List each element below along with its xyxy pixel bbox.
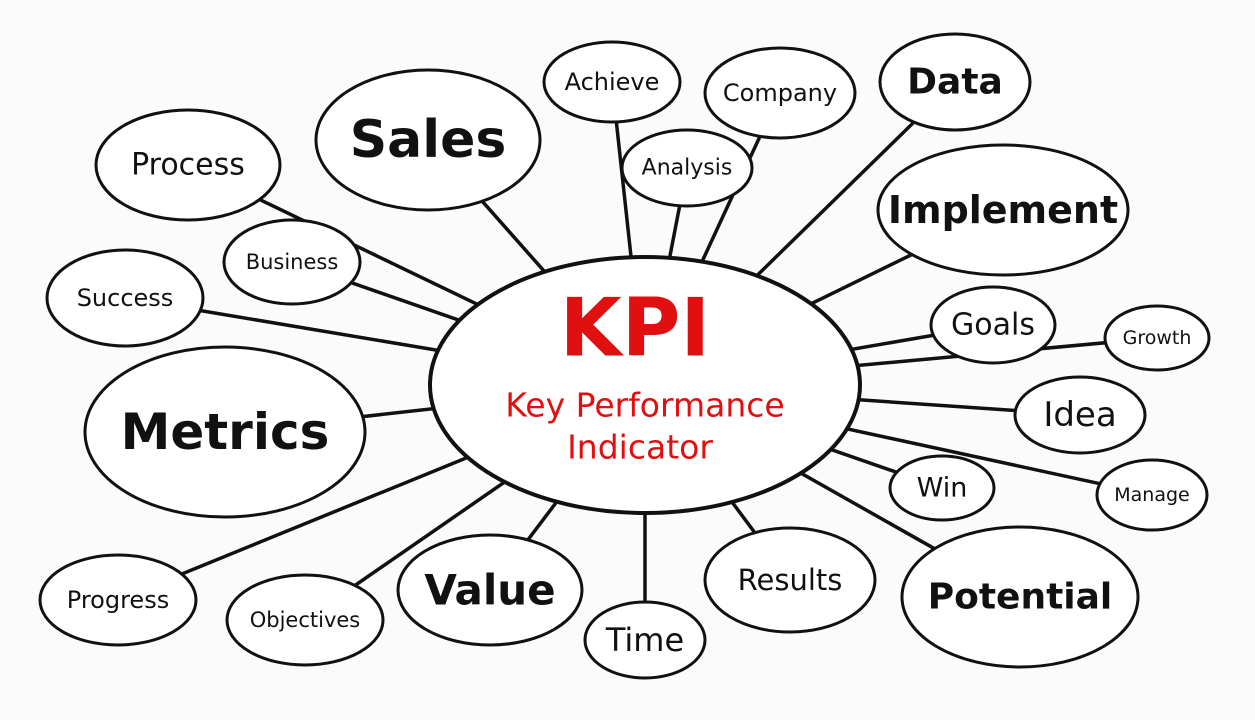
node-ellipse — [583, 600, 707, 680]
node-ellipse — [1095, 458, 1209, 532]
node-achieve: Achieve — [542, 40, 682, 124]
center-subtitle-line2: Indicator — [567, 428, 713, 467]
node-potential: Potential — [900, 525, 1140, 669]
node-label: Sales — [350, 110, 507, 170]
node-ellipse — [83, 345, 367, 519]
node-label: Metrics — [121, 403, 330, 461]
node-label: Implement — [888, 188, 1118, 232]
node-implement: Implement — [876, 143, 1130, 277]
center-title: KPI — [560, 282, 710, 375]
node-ellipse — [542, 40, 682, 124]
node-label: Results — [738, 563, 843, 597]
node-label: Company — [723, 79, 837, 107]
node-data: Data — [878, 32, 1032, 132]
node-ellipse — [225, 573, 385, 667]
node-ellipse — [1103, 304, 1211, 372]
node-label: Growth — [1123, 327, 1192, 349]
node-ellipse — [314, 68, 542, 212]
node-label: Idea — [1043, 395, 1116, 435]
node-results: Results — [703, 526, 877, 634]
node-sales: Sales — [314, 68, 542, 212]
node-label: Analysis — [642, 156, 733, 181]
node-label: Potential — [928, 577, 1113, 618]
node-ellipse — [888, 454, 996, 522]
node-label: Process — [131, 148, 245, 183]
node-label: Progress — [67, 586, 169, 614]
node-ellipse — [222, 218, 362, 306]
node-ellipse — [703, 46, 857, 140]
node-value: Value — [396, 533, 584, 647]
node-analysis: Analysis — [620, 128, 754, 208]
node-ellipse — [396, 533, 584, 647]
node-time: Time — [583, 600, 707, 680]
node-label: Objectives — [250, 608, 361, 632]
node-label: Win — [917, 473, 968, 504]
node-label: Value — [424, 566, 555, 615]
center-ellipse — [428, 255, 862, 515]
node-process: Process — [94, 108, 282, 222]
node-progress: Progress — [38, 553, 198, 647]
node-label: Goals — [951, 308, 1035, 343]
node-objectives: Objectives — [225, 573, 385, 667]
node-metrics: Metrics — [83, 345, 367, 519]
node-ellipse — [38, 553, 198, 647]
node-ellipse — [45, 248, 205, 348]
node-label: Business — [246, 250, 339, 274]
node-ellipse — [620, 128, 754, 208]
node-goals: Goals — [929, 285, 1057, 365]
node-growth: Growth — [1103, 304, 1211, 372]
node-label: Time — [605, 621, 684, 659]
node-success: Success — [45, 248, 205, 348]
node-ellipse — [94, 108, 282, 222]
node-ellipse — [1013, 375, 1147, 455]
node-ellipse — [876, 143, 1130, 277]
node-ellipse — [878, 32, 1032, 132]
node-label: Success — [77, 284, 174, 312]
node-win: Win — [888, 454, 996, 522]
node-ellipse — [703, 526, 877, 634]
node-company: Company — [703, 46, 857, 140]
node-manage: Manage — [1095, 458, 1209, 532]
node-label: Achieve — [565, 68, 660, 96]
center-subtitle-line1: Key Performance — [505, 386, 784, 425]
node-ellipse — [900, 525, 1140, 669]
node-label: Manage — [1114, 484, 1189, 506]
node-label: Data — [907, 62, 1003, 103]
node-idea: Idea — [1013, 375, 1147, 455]
node-ellipse — [929, 285, 1057, 365]
node-business: Business — [222, 218, 362, 306]
center-node: KPI Key Performance Indicator — [428, 255, 862, 515]
